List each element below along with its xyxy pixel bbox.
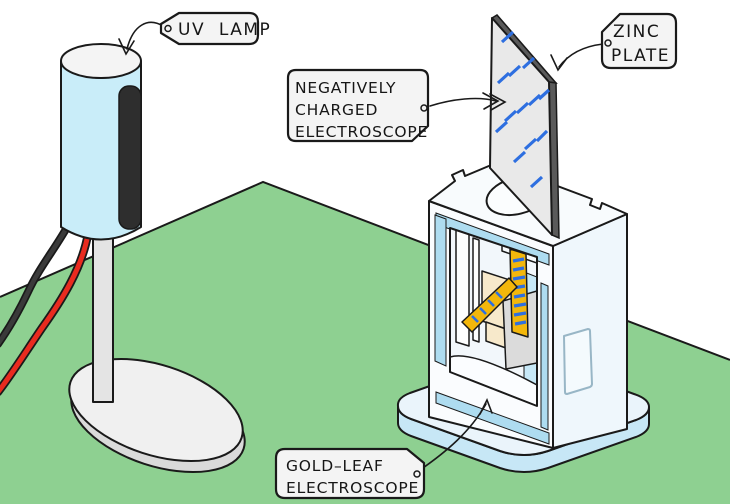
lamp-stand-pole — [92, 229, 114, 403]
frame-band-left — [434, 214, 447, 367]
electroscope-interior — [450, 228, 537, 406]
uv-lamp-label-text: UV LAMP — [178, 20, 271, 40]
gold-leaf-electroscope — [396, 162, 650, 473]
power-wire-black-core — [0, 219, 73, 346]
zinc-plate-label-line1: ZINC — [613, 22, 660, 42]
frame-band-bottom — [435, 391, 550, 445]
negative-electroscope-arrowhead — [482, 92, 500, 110]
frame-band-right — [540, 282, 549, 431]
power-wire-red-core — [0, 231, 91, 394]
zinc-plate — [489, 14, 560, 240]
uv-lamp-pointer — [126, 21, 164, 50]
gold-leaf-tag — [274, 447, 426, 500]
gold-leaf-line2: ELECTROSCOPE — [286, 479, 419, 497]
uv-lamp-tag-hole — [164, 24, 172, 33]
negative-electroscope-line2: CHARGED — [295, 101, 378, 119]
interior-floor — [450, 355, 537, 406]
gold-leaf-tag-hole — [413, 470, 421, 478]
zinc-plate-label: ZINC PLATE — [550, 12, 678, 72]
uv-lamp-arrowhead — [118, 38, 135, 56]
opening-outline — [449, 227, 538, 407]
negative-electroscope-line3: ELECTROSCOPE — [295, 123, 428, 141]
negative-electroscope-arrowhead-2 — [489, 93, 507, 111]
gold-rod-charges — [512, 257, 527, 326]
zinc-plate-label-line2: PLATE — [611, 46, 670, 66]
electroscope-side-panel — [563, 328, 593, 395]
gold-leaf-arrowhead — [479, 398, 493, 415]
zinc-plate-charges — [494, 30, 551, 189]
uv-lamp-tag — [159, 11, 260, 46]
interior-post — [455, 229, 470, 347]
negative-electroscope-tag-hole — [420, 104, 428, 112]
uv-lamp-label: UV LAMP — [118, 11, 271, 56]
gold-leaf-charges — [471, 291, 503, 323]
lamp-top-cap — [60, 43, 142, 79]
gold-leaf-electroscope-label: GOLD–LEAF ELECTROSCOPE — [274, 398, 493, 500]
zinc-plate-tag — [600, 12, 678, 70]
zinc-plate-arrowhead — [550, 54, 568, 72]
negative-electroscope-label: NEGATIVELY CHARGED ELECTROSCOPE — [286, 68, 507, 143]
negative-electroscope-line1: NEGATIVELY — [295, 79, 396, 97]
negative-electroscope-tag — [286, 68, 430, 143]
lamp-aperture — [118, 85, 142, 230]
zinc-plate-tag-hole — [604, 39, 612, 47]
negative-electroscope-pointer — [429, 97, 497, 107]
gold-leaf-line1: GOLD–LEAF — [286, 457, 384, 475]
uv-lamp — [0, 43, 246, 474]
